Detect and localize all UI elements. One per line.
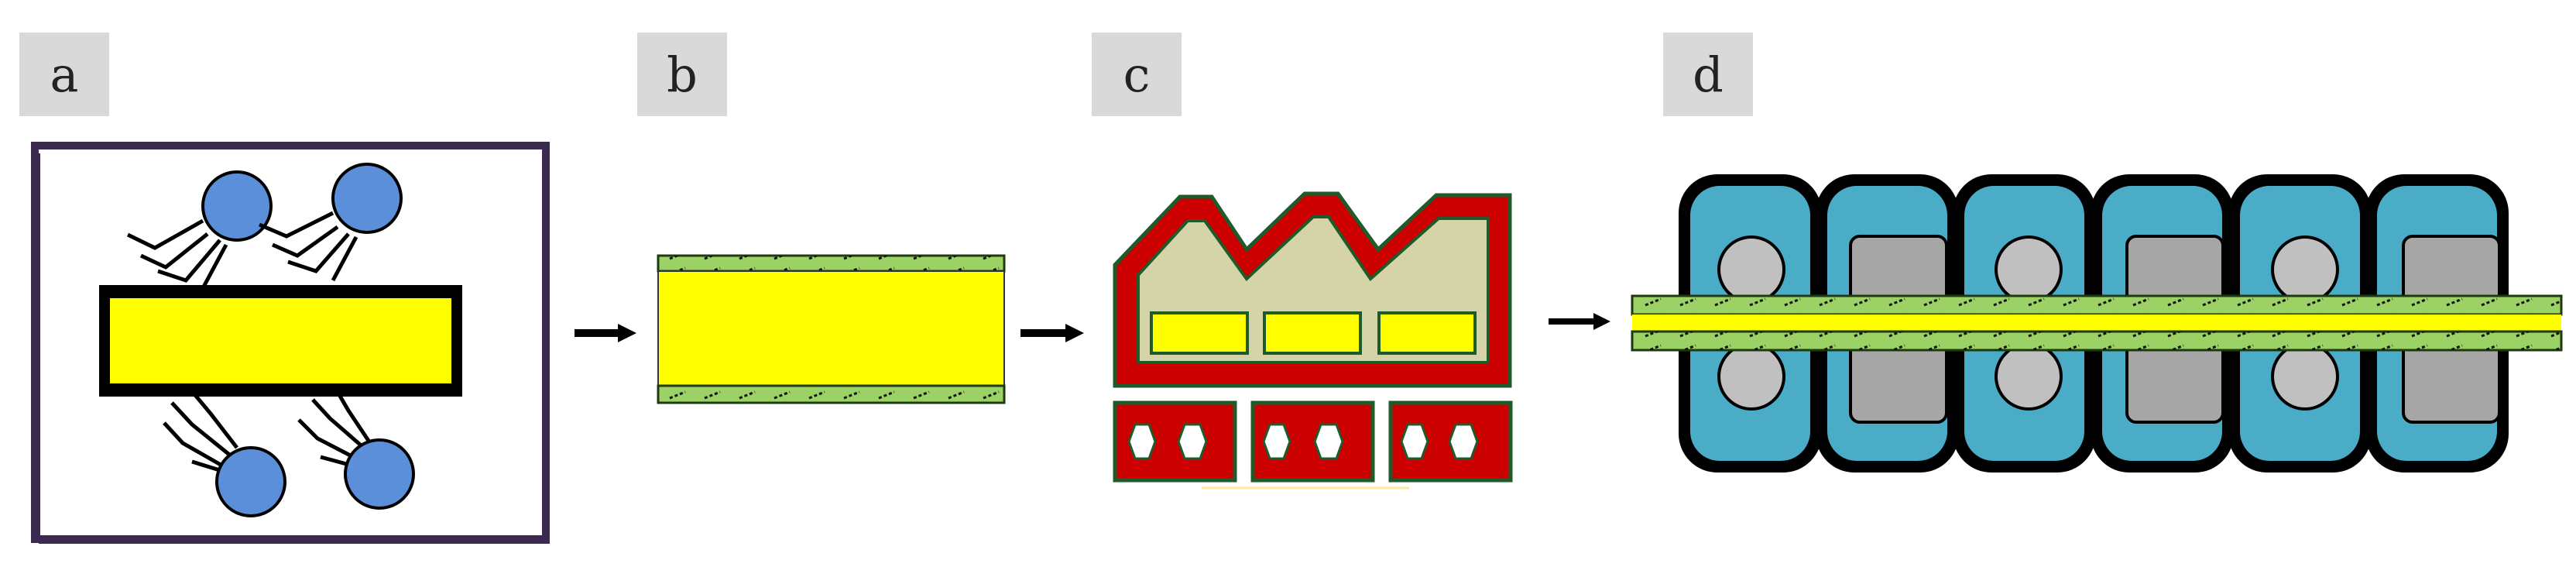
lipid-molecule (259, 163, 403, 282)
light-particle (1717, 235, 1785, 304)
lipid-head-circle (201, 170, 273, 242)
arrow-b-to-c (1020, 324, 1084, 342)
arrow-a-to-b (575, 324, 636, 342)
panel-a (31, 142, 550, 544)
light-particle (1717, 342, 1785, 411)
panel-d (1631, 174, 2563, 472)
panel-b (657, 254, 1006, 404)
light-particle (2271, 235, 2339, 304)
lipid-head-circle (215, 446, 286, 517)
arrow-c-to-d (1549, 313, 1610, 330)
yellow-core (657, 270, 1005, 387)
brick-block (1388, 400, 1513, 483)
lipid-molecule (163, 393, 286, 517)
lipid-head-circle (344, 438, 415, 510)
embedded-slab (1377, 311, 1477, 355)
brick-block (1113, 400, 1237, 483)
brick-block (1250, 400, 1375, 483)
light-particle (1995, 235, 2063, 304)
lipid-head-circle (331, 163, 403, 234)
central-yellow-slab (99, 285, 462, 397)
panel-label-c: c (1092, 33, 1182, 116)
lipid-molecule (297, 390, 415, 510)
light-particle (1995, 342, 2063, 411)
panel-label-d: d (1663, 33, 1753, 116)
panel-c (1113, 191, 1513, 490)
embedded-slab (1150, 311, 1249, 355)
panel-label-a: a (19, 33, 109, 116)
embedded-slab (1263, 311, 1362, 355)
light-particle (2271, 342, 2339, 411)
panel-label-b: b (637, 33, 727, 116)
yellow-core-strip (1632, 314, 2561, 332)
lipid-molecule (126, 170, 273, 290)
